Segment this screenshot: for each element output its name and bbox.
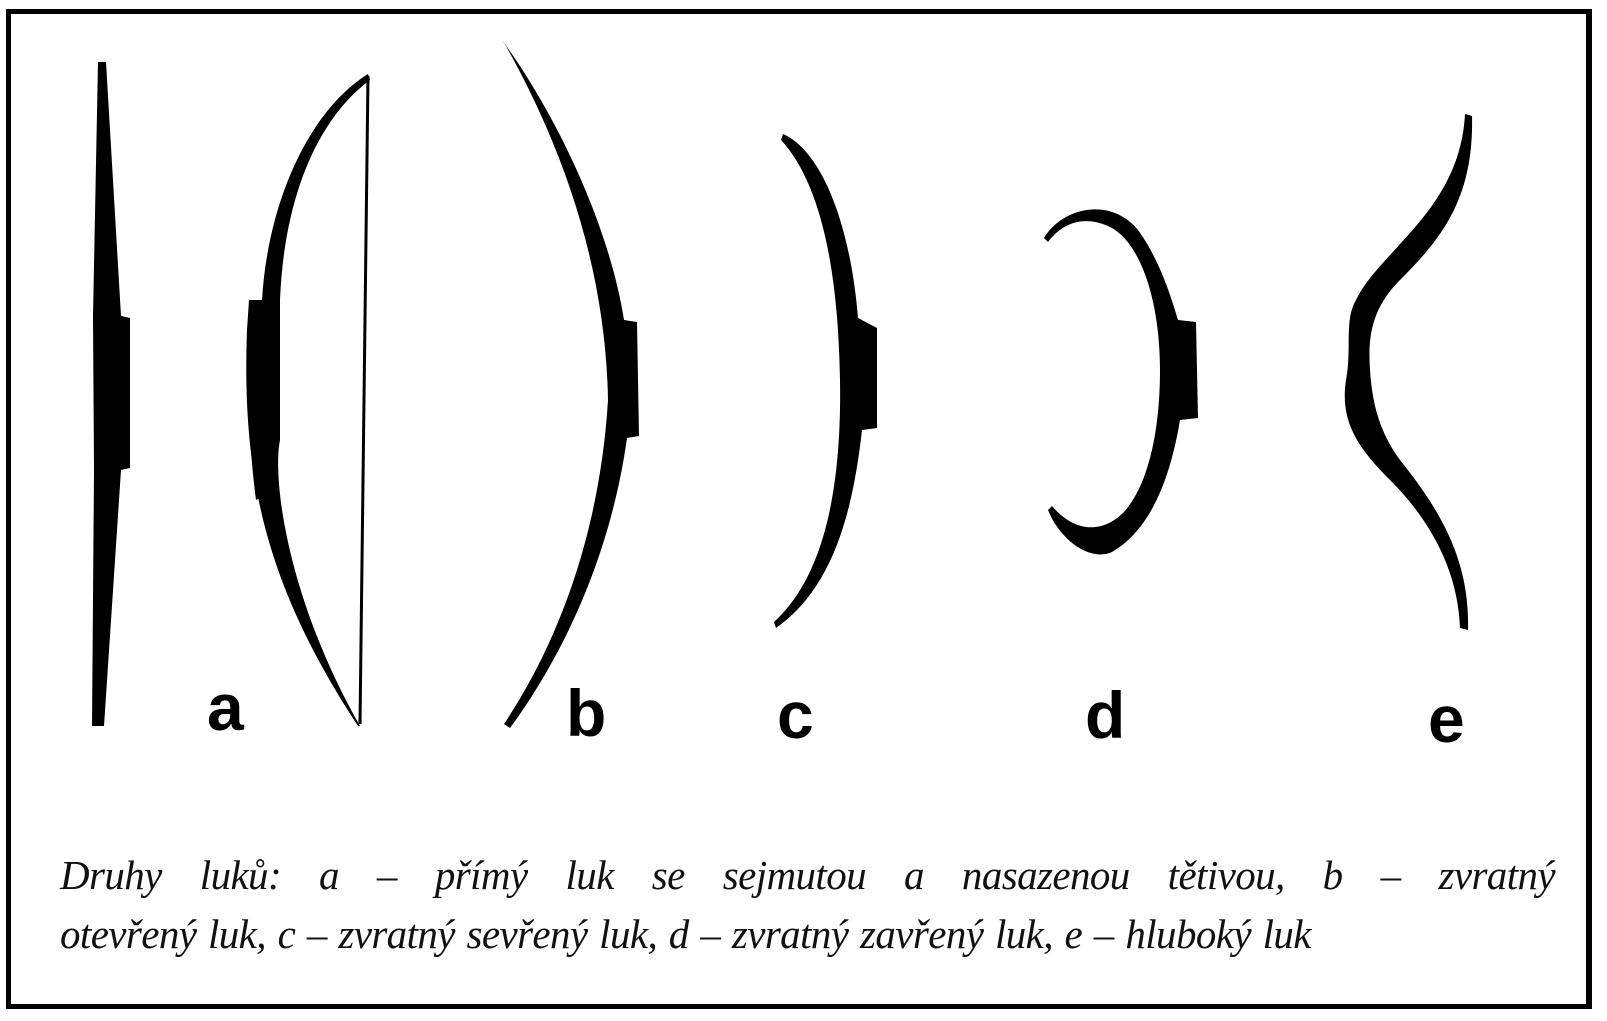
bow-a-unstrung: [92, 62, 130, 726]
caption-line-2: otevřený luk, c – zvratný sevřený luk, d…: [60, 905, 1555, 964]
bow-b: [502, 40, 639, 728]
bow-e: [1345, 114, 1472, 630]
label-a: a: [207, 670, 245, 744]
label-e: e: [1428, 682, 1465, 756]
label-b: b: [566, 676, 606, 750]
label-d: d: [1085, 678, 1125, 752]
figure-caption: Druhy luků: a – přímý luk se sejmutou a …: [60, 846, 1555, 964]
label-c: c: [777, 678, 814, 752]
bow-a-strung: [246, 74, 370, 726]
bow-c: [774, 134, 877, 628]
bow-d: [1044, 209, 1198, 554]
caption-line-1: Druhy luků: a – přímý luk se sejmutou a …: [60, 846, 1555, 905]
